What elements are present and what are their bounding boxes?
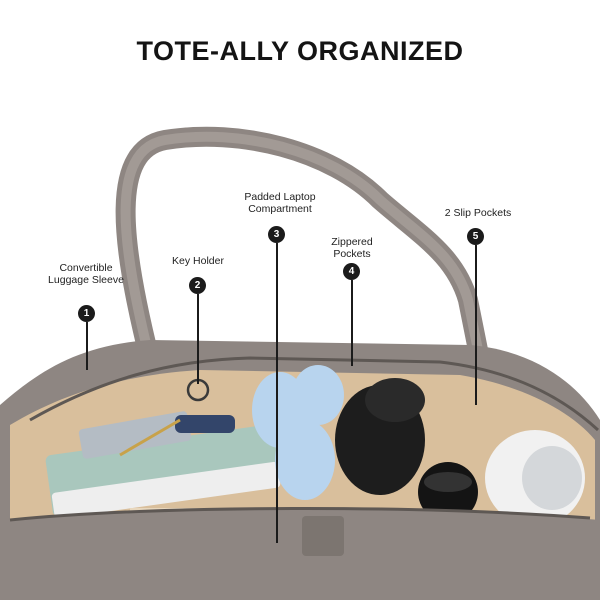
- callout-label-1: Convertible Luggage Sleeve: [48, 262, 124, 286]
- callout-label-3: Padded Laptop Compartment: [244, 191, 316, 215]
- bag-handle: [115, 126, 490, 370]
- callout-badge-3: 3: [268, 226, 285, 243]
- callout-leader-2: [197, 294, 199, 384]
- callout-label-5: 2 Slip Pockets: [444, 207, 512, 219]
- callout-badge-1: 1: [78, 305, 95, 322]
- callout-badge-2: 2: [189, 277, 206, 294]
- callout-label-2: Key Holder: [172, 255, 224, 267]
- callout-leader-1: [86, 322, 88, 370]
- callout-label-4: Zippered Pockets: [331, 236, 373, 260]
- callout-leader-4: [351, 280, 353, 366]
- callout-badge-5: 5: [467, 228, 484, 245]
- fluffy-scrunchie: [252, 365, 344, 500]
- callout-leader-5: [475, 245, 477, 405]
- page-title: TOTE-ALLY ORGANIZED: [136, 36, 464, 66]
- callout-leader-3: [276, 243, 278, 543]
- callout-badge-4: 4: [343, 263, 360, 280]
- black-scrunchie: [335, 378, 425, 495]
